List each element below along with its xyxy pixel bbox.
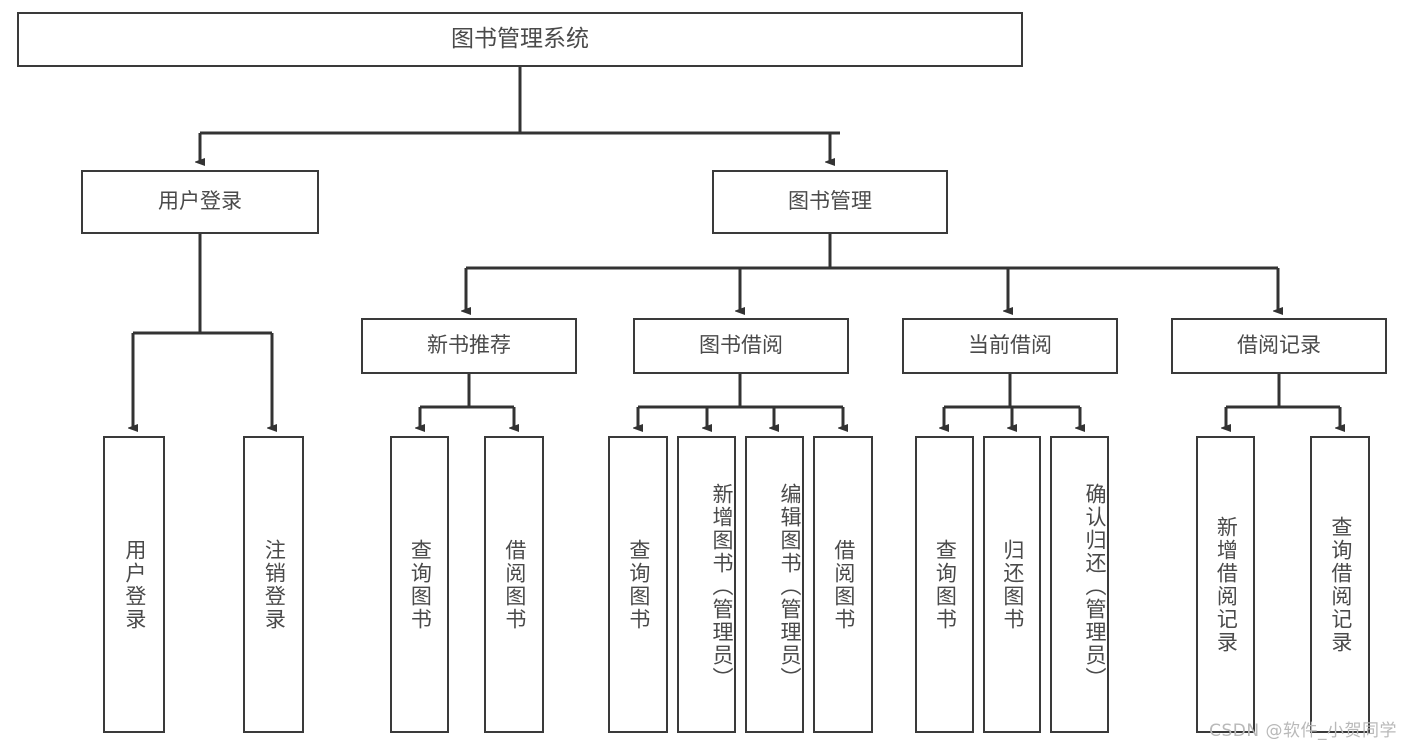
node-current-borrow-label: 当前借阅: [968, 333, 1052, 358]
leaf-user-login[interactable]: 用户登录: [103, 436, 165, 733]
leaf-logout-label: 注销登录: [262, 538, 287, 631]
leaf-user-login-label: 用户登录: [122, 538, 147, 631]
node-book-manage-label: 图书管理: [788, 189, 872, 214]
leaf-borrow-book-2-label: 借阅图书: [831, 538, 856, 631]
leaf-query-record-label: 查询借阅记录: [1328, 515, 1353, 654]
leaf-borrow-book-1[interactable]: 借阅图书: [484, 436, 544, 733]
leaf-confirm-return-label: 确认归还（管理员）: [1083, 483, 1107, 690]
leaf-edit-book[interactable]: 编辑图书（管理员）: [745, 436, 804, 733]
leaf-add-book[interactable]: 新增图书（管理员）: [677, 436, 736, 733]
leaf-query-record[interactable]: 查询借阅记录: [1310, 436, 1370, 733]
node-book-borrow[interactable]: 图书借阅: [633, 318, 849, 374]
leaf-add-record[interactable]: 新增借阅记录: [1196, 436, 1255, 733]
node-root[interactable]: 图书管理系统: [17, 12, 1023, 67]
node-user-login-label: 用户登录: [158, 189, 242, 214]
leaf-edit-book-label: 编辑图书（管理员）: [778, 483, 802, 690]
leaf-query-book-2[interactable]: 查询图书: [608, 436, 668, 733]
leaf-return-book-label: 归还图书: [1000, 538, 1025, 631]
node-book-manage[interactable]: 图书管理: [712, 170, 948, 234]
watermark: CSDN @软件_小贺同学: [1209, 721, 1397, 741]
leaf-confirm-return[interactable]: 确认归还（管理员）: [1050, 436, 1109, 733]
leaf-add-book-label: 新增图书（管理员）: [710, 483, 734, 690]
leaf-query-book-1[interactable]: 查询图书: [390, 436, 449, 733]
node-new-book-rec[interactable]: 新书推荐: [361, 318, 577, 374]
node-user-login[interactable]: 用户登录: [81, 170, 319, 234]
leaf-query-book-3-label: 查询图书: [933, 538, 958, 631]
leaf-borrow-book-2[interactable]: 借阅图书: [813, 436, 873, 733]
leaf-query-book-2-label: 查询图书: [626, 538, 651, 631]
leaf-borrow-book-1-label: 借阅图书: [502, 538, 527, 631]
leaf-return-book[interactable]: 归还图书: [983, 436, 1041, 733]
leaf-query-book-1-label: 查询图书: [408, 538, 433, 631]
leaf-query-book-3[interactable]: 查询图书: [915, 436, 974, 733]
leaf-add-record-label: 新增借阅记录: [1214, 515, 1239, 654]
node-root-label: 图书管理系统: [451, 26, 589, 53]
node-current-borrow[interactable]: 当前借阅: [902, 318, 1118, 374]
node-book-borrow-label: 图书借阅: [699, 333, 783, 358]
leaf-logout[interactable]: 注销登录: [243, 436, 304, 733]
node-borrow-record-label: 借阅记录: [1237, 333, 1321, 358]
node-borrow-record[interactable]: 借阅记录: [1171, 318, 1387, 374]
node-new-book-rec-label: 新书推荐: [427, 333, 511, 358]
